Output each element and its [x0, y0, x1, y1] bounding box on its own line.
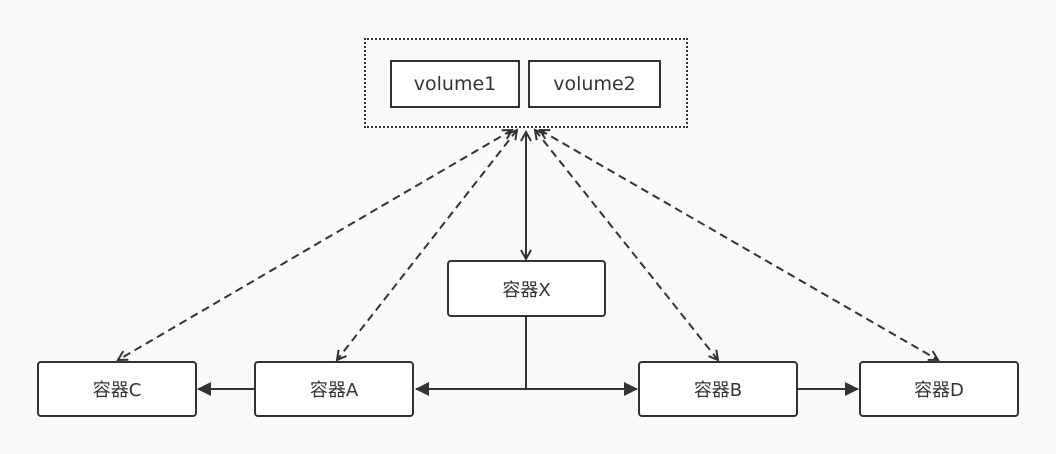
dashed-link-b: [535, 130, 718, 360]
container-c-node[interactable]: 容器C: [37, 361, 197, 417]
volume1-label: volume1: [413, 73, 497, 95]
container-b-label: 容器B: [693, 380, 743, 401]
container-c-label: 容器C: [92, 380, 142, 401]
volume1-node[interactable]: volume1: [390, 60, 520, 108]
container-x-node[interactable]: 容器X: [447, 260, 606, 317]
container-a-label: 容器A: [309, 380, 359, 401]
dashed-link-c: [118, 130, 512, 360]
container-d-label: 容器D: [914, 380, 964, 401]
dashed-link-d: [540, 130, 938, 360]
container-x-label: 容器X: [502, 279, 551, 301]
dashed-link-a: [337, 130, 517, 360]
container-d-node[interactable]: 容器D: [859, 361, 1019, 417]
container-a-node[interactable]: 容器A: [254, 361, 414, 417]
volume-group[interactable]: volume1 volume2: [364, 38, 688, 128]
volume2-node[interactable]: volume2: [528, 60, 661, 108]
volume2-label: volume2: [553, 73, 636, 95]
container-b-node[interactable]: 容器B: [638, 361, 798, 417]
